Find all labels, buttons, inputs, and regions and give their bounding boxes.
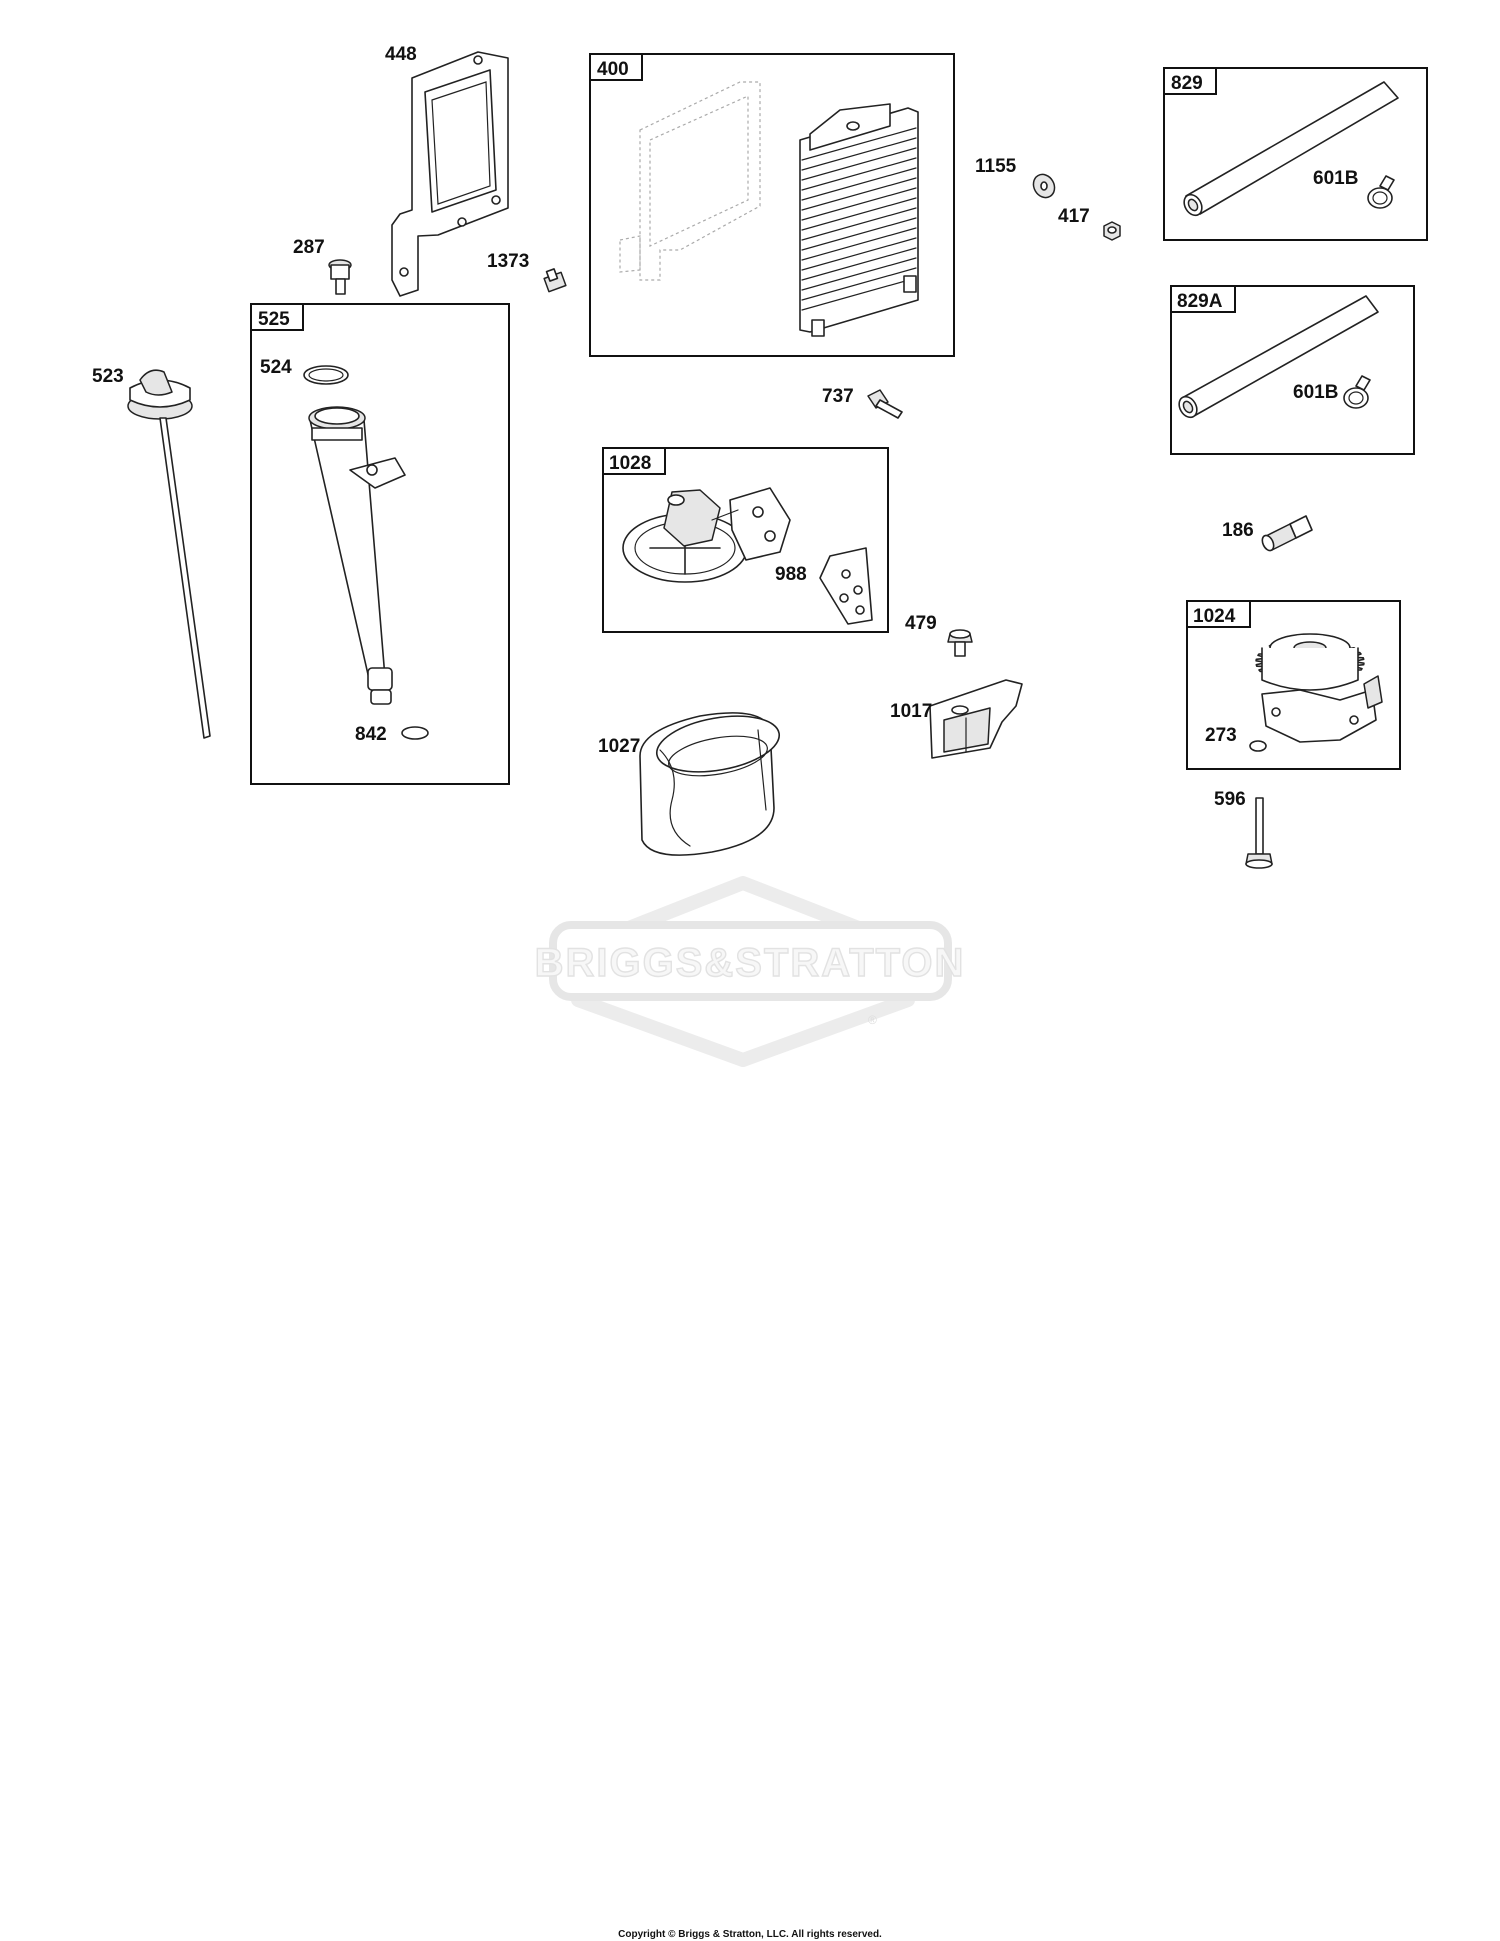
box-number-1028: 1028 [609,453,651,474]
box-number-525: 525 [258,309,290,330]
callout-596: 596 [1214,789,1246,810]
part-1028-box: 1028 988 [602,447,889,633]
part-400-box: 400 [589,53,955,357]
callout-1155: 1155 [975,156,1017,177]
callout-1373: 1373 [487,251,529,272]
callout-448: 448 [385,44,417,65]
callout-988: 988 [775,564,807,585]
part-1155-washer: 1155 [975,156,1056,199]
callout-417: 417 [1058,206,1090,227]
part-417-nut: 417 [1058,206,1121,241]
callout-523: 523 [92,366,124,387]
watermark-text: BRIGGS&STRATTON [535,941,966,985]
part-737-bolt: 737 [822,386,903,419]
box-number-1024: 1024 [1193,606,1236,627]
box-number-400: 400 [597,59,629,80]
callout-273: 273 [1205,725,1237,746]
briggs-stratton-watermark: BRIGGS&STRATTON ® [534,876,966,1067]
part-525-box: 525 524 842 [250,303,510,785]
callout-524: 524 [260,357,292,378]
part-829-box: 829 601B [1163,67,1428,241]
part-1017-bracket: 1017 [890,679,1023,759]
callout-601b-bottom: 601B [1293,382,1338,403]
part-829a-box: 829A 601B [1170,285,1415,455]
part-186-fitting: 186 [1222,515,1313,552]
callout-479: 479 [905,613,937,634]
part-1024-box: 1024 273 [1186,600,1401,770]
box-number-829: 829 [1171,73,1203,94]
part-523-dipstick: 523 [92,366,211,739]
callout-601b-top: 601B [1313,168,1358,189]
part-1027-oil-filter: 1027 [598,712,781,856]
part-596-bolt: 596 [1214,789,1273,869]
part-479-bolt: 479 [905,613,973,657]
part-1373-bolt: 1373 [487,251,567,293]
callout-186: 186 [1222,520,1254,541]
part-287-pin: 287 [293,237,352,295]
callout-287: 287 [293,237,325,258]
watermark-registered: ® [868,1013,877,1027]
box-number-829a: 829A [1177,291,1223,312]
copyright-notice: Copyright © Briggs & Stratton, LLC. All … [618,1929,882,1940]
callout-1027: 1027 [598,736,640,757]
callout-1017: 1017 [890,701,932,722]
callout-737: 737 [822,386,854,407]
part-448-bracket: 448 [385,44,509,297]
callout-842: 842 [355,724,387,745]
